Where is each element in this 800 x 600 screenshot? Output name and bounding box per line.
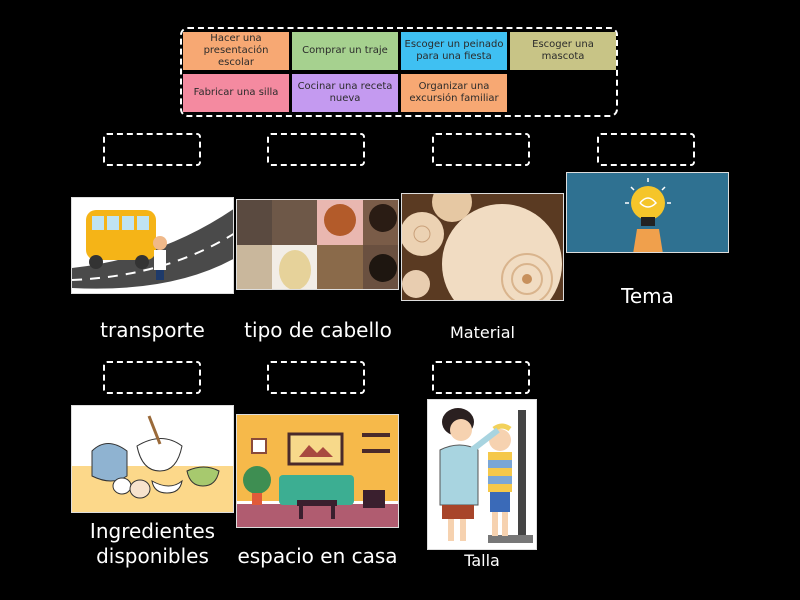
label-material: Material — [450, 323, 515, 342]
tile-hacer-presentacion[interactable]: Hacer una presentación escolar — [183, 32, 289, 70]
wood-logs-image — [401, 193, 564, 301]
answer-bank — [180, 27, 618, 117]
label-tipo-de-cabello: tipo de cabello — [244, 318, 392, 342]
lightbulb-image — [566, 172, 729, 253]
hair-collage-image — [236, 199, 399, 290]
drop-zone-espacio[interactable] — [267, 361, 365, 394]
label-ingredientes-disponibles: Ingredientes disponibles — [89, 519, 216, 568]
living-room-image — [236, 414, 399, 528]
tile-fabricar-silla[interactable]: Fabricar una silla — [183, 74, 289, 112]
drop-zone-transporte[interactable] — [103, 133, 201, 166]
tile-comprar-traje[interactable]: Comprar un traje — [292, 32, 398, 70]
height-measurement-image — [427, 399, 537, 550]
label-transporte: transporte — [100, 318, 205, 342]
school-bus-image — [71, 197, 234, 294]
tile-escoger-peinado[interactable]: Escoger un peinado para una fiesta — [401, 32, 507, 70]
tile-organizar-excursion[interactable]: Organizar una excursión familiar — [401, 74, 507, 112]
drop-zone-material[interactable] — [432, 133, 530, 166]
ingredients-image — [71, 405, 234, 513]
drop-zone-talla[interactable] — [432, 361, 530, 394]
label-talla: Talla — [464, 551, 500, 570]
drop-zone-ingredientes[interactable] — [103, 361, 201, 394]
drop-zone-cabello[interactable] — [267, 133, 365, 166]
drop-zone-tema[interactable] — [597, 133, 695, 166]
tile-escoger-mascota[interactable]: Escoger una mascota — [510, 32, 616, 70]
tile-cocinar-receta[interactable]: Cocinar una receta nueva — [292, 74, 398, 112]
label-espacio-en-casa: espacio en casa — [237, 544, 398, 568]
label-tema: Tema — [621, 284, 674, 308]
